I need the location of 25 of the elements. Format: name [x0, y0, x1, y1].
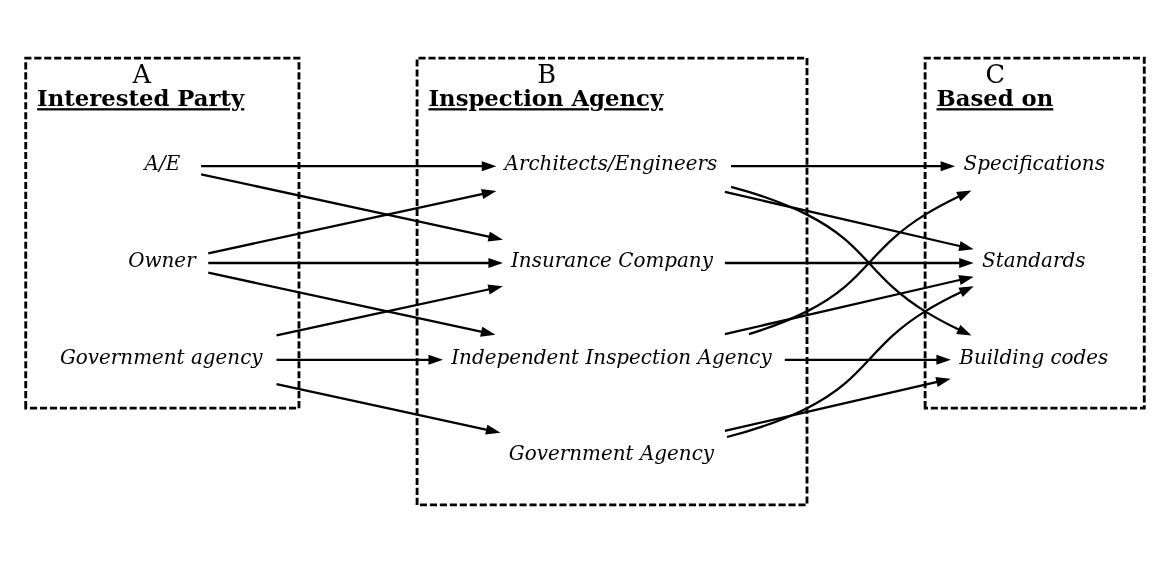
node-text: Building codes	[959, 345, 1109, 369]
node-text: Owner	[128, 248, 196, 272]
arrow	[724, 257, 974, 269]
node-text: Standards	[982, 248, 1086, 272]
arrow	[724, 190, 974, 251]
arrow	[201, 161, 497, 172]
arrow	[730, 161, 956, 172]
arrow	[276, 284, 503, 337]
arrow	[724, 377, 951, 432]
arrow	[200, 173, 503, 242]
node-text: Independent Inspection Agency	[451, 345, 772, 369]
arrow	[784, 354, 951, 365]
node-text: Government agency	[59, 345, 263, 369]
node-text: Government Agency	[508, 442, 715, 466]
arrow	[208, 257, 503, 269]
node-text: Insurance Company	[511, 248, 713, 272]
arrow	[208, 189, 497, 255]
node-text: Architects/Engineers	[504, 152, 718, 176]
node-text: A/E	[144, 152, 181, 176]
arrow	[724, 275, 974, 336]
arrow	[208, 271, 496, 337]
node-text: Specifications	[963, 152, 1105, 176]
arrow	[276, 354, 443, 365]
arrow	[726, 286, 974, 439]
arrow	[276, 383, 501, 435]
